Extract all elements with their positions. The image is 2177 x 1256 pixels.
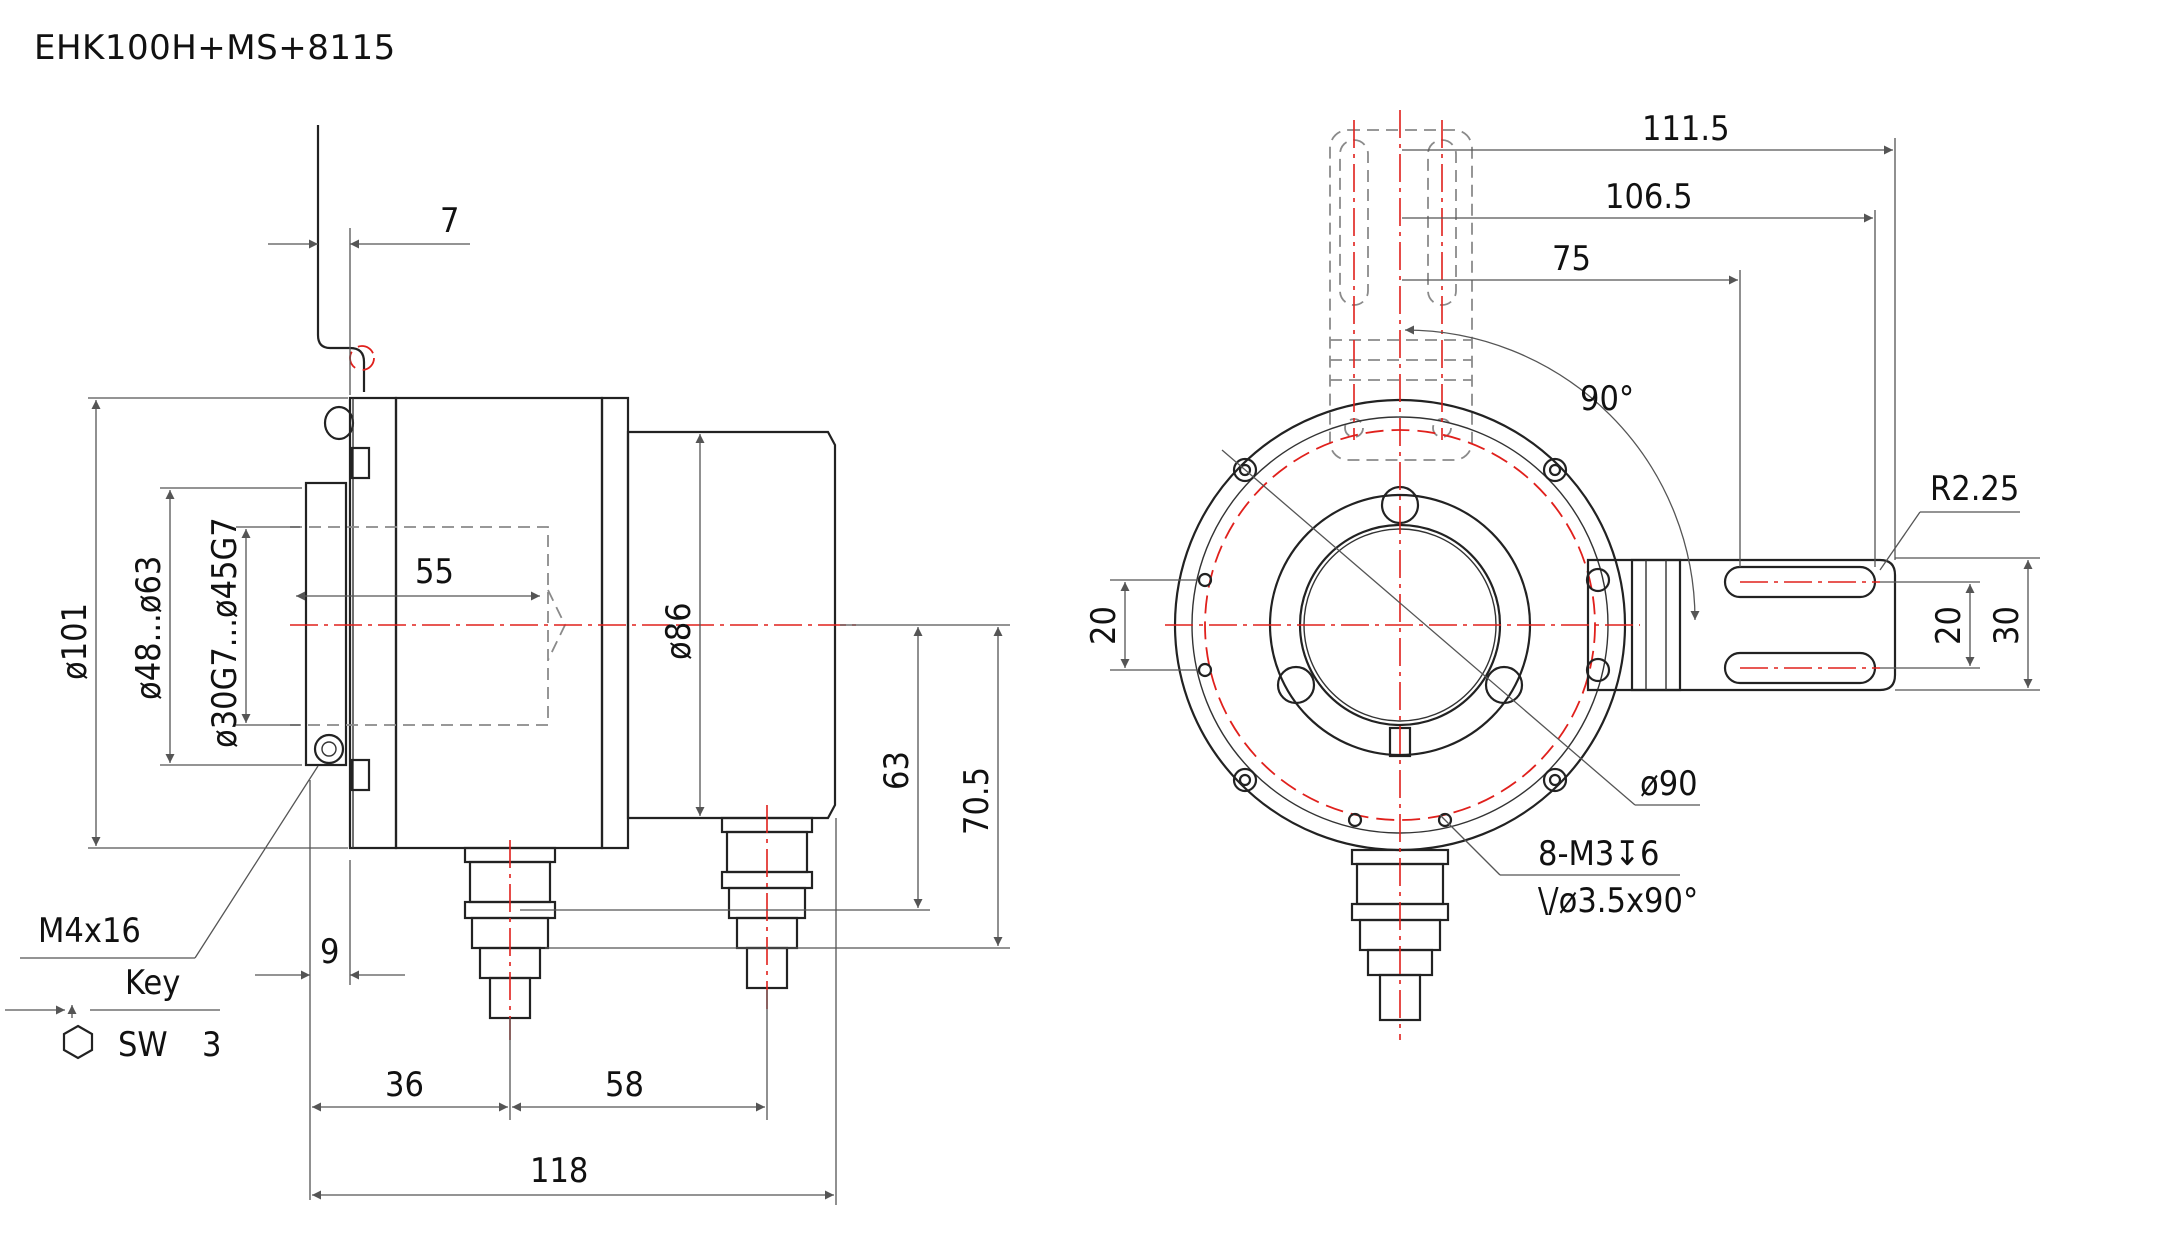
dim-d101: ø101: [55, 603, 95, 680]
bracket-hole: [349, 345, 375, 371]
dim-106-5: 106.5: [1605, 177, 1693, 217]
side-bracket: [1585, 558, 1897, 692]
dim-d30-45: ø30G7...ø45G7: [205, 517, 245, 748]
cable-gland-1: [463, 840, 557, 1040]
dim-9: 9: [320, 932, 339, 972]
sw-value: 3: [202, 1025, 221, 1065]
sw-label: SW: [118, 1025, 168, 1065]
countersink-label: \/ø3.5x90°: [1538, 881, 1698, 921]
spring-bracket: [316, 125, 366, 392]
radius-label: R2.25: [1930, 469, 2019, 509]
thread-label: 8-M3↧6: [1538, 834, 1659, 874]
hex-key-icon: [62, 1024, 94, 1060]
dia-90: ø90: [1640, 764, 1698, 804]
front-view: ø90 8-M3↧6 \/ø3.5x90° 111.5 106.5 75 90°…: [1084, 109, 2040, 1040]
rear-cap: [626, 430, 837, 820]
top-bracket-hidden: [1329, 129, 1473, 461]
dim-30: 30: [1987, 606, 2027, 645]
top-screw: [323, 405, 355, 441]
dim-36: 36: [385, 1065, 424, 1105]
screw-label: M4x16: [38, 911, 141, 951]
dim-63: 63: [877, 751, 917, 790]
dim-d86: ø86: [659, 602, 699, 660]
angle-90: 90°: [1580, 379, 1634, 419]
housing-body: [394, 396, 604, 850]
dim-7: 7: [440, 201, 459, 241]
dim-55: 55: [415, 552, 454, 592]
side-view: 7 55 ø101 ø48...ø63 ø30G7...ø45G7 ø86 63…: [5, 125, 1010, 1205]
drawing-title: EHK100H+MS+8115: [34, 28, 396, 68]
clamp-screw: [313, 733, 345, 765]
dim-20-right: 20: [1929, 606, 1969, 645]
key-label: Key: [125, 963, 180, 1003]
dim-20-left: 20: [1084, 606, 1124, 645]
dim-70-5: 70.5: [957, 767, 997, 835]
m3-holes: [1197, 572, 1453, 828]
cable-gland-2: [720, 805, 814, 1010]
dim-111-5: 111.5: [1642, 109, 1730, 149]
hollow-shaft-hub: [304, 481, 348, 767]
housing-front-flange: [348, 396, 398, 850]
housing-ring: [600, 396, 630, 850]
dim-58: 58: [605, 1065, 644, 1105]
dim-118: 118: [530, 1151, 588, 1191]
dim-d48-63: ø48...ø63: [129, 556, 169, 700]
dim-75: 75: [1552, 239, 1591, 279]
